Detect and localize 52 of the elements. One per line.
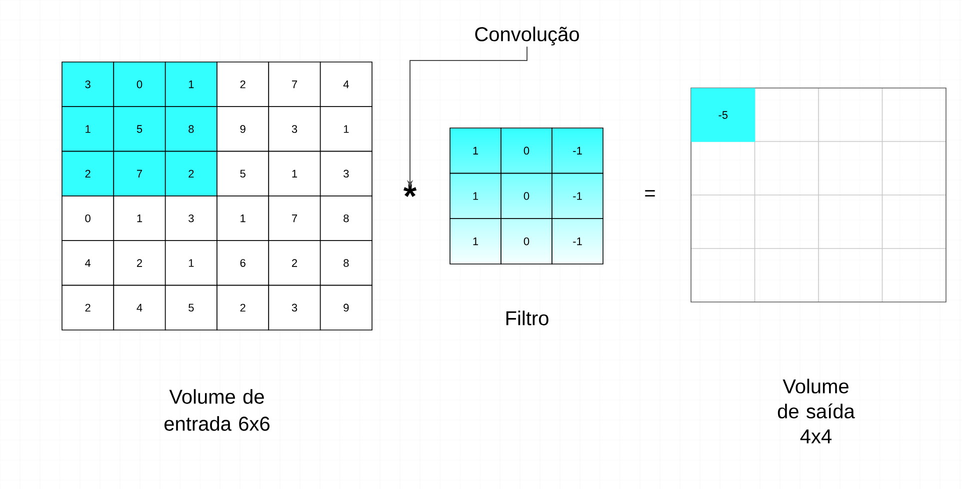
- table-cell: 5: [164, 284, 218, 330]
- table-cell: 7: [268, 62, 321, 108]
- table-cell: 7: [268, 196, 321, 242]
- table-cell: -1: [552, 218, 604, 264]
- table-cell: 2: [62, 150, 114, 196]
- table-cell: 3: [320, 150, 372, 196]
- table-cell: 5: [216, 150, 270, 196]
- table-cell: 2: [113, 240, 166, 286]
- table-cell: 0: [62, 196, 114, 242]
- table-cell: 1: [268, 150, 321, 196]
- table-cell: 4: [320, 62, 372, 108]
- table-cell: -5: [691, 88, 756, 142]
- table-cell: 8: [320, 240, 372, 286]
- table-cell: 3: [164, 196, 218, 242]
- table-cell: 3: [268, 284, 321, 330]
- table-cell: 1: [164, 240, 218, 286]
- table-cell: -1: [552, 128, 604, 174]
- table-cell: 1: [164, 62, 218, 108]
- table-cell: 1: [320, 106, 372, 152]
- table-cell: 9: [216, 106, 270, 152]
- table-cell: 1: [216, 196, 270, 242]
- table-cell: 4: [113, 284, 166, 330]
- convolution-operator: *: [403, 184, 417, 197]
- table-cell: 1: [450, 128, 502, 174]
- table-cell: 1: [113, 196, 166, 242]
- caption: Volume de saída 4x4: [778, 378, 855, 444]
- table-cell: 2: [268, 240, 321, 286]
- table-cell: 4: [62, 240, 114, 286]
- table-cell: 6: [216, 240, 270, 286]
- table-cell: -1: [552, 172, 604, 220]
- table-cell: 2: [164, 150, 218, 196]
- table-cell: 5: [113, 106, 166, 152]
- table-cell: 9: [320, 284, 372, 330]
- table-cell: 3: [62, 62, 114, 108]
- table-cell: 0: [113, 62, 166, 108]
- table-cell: 2: [216, 62, 270, 108]
- table-cell: 3: [268, 106, 321, 152]
- table-cell: 0: [500, 218, 552, 264]
- table-cell: 2: [216, 284, 270, 330]
- equals-sign: =: [645, 190, 655, 197]
- table-cell: 8: [320, 196, 372, 242]
- table-cell: 0: [500, 172, 552, 220]
- caption: Filtro: [506, 310, 548, 326]
- caption: Volume de entrada 6x6: [164, 389, 270, 431]
- table-cell: 1: [450, 172, 502, 220]
- table-cell: 1: [450, 218, 502, 264]
- callout-text: Convolução: [475, 26, 579, 46]
- table-cell: 1: [62, 106, 114, 152]
- table-cell: 0: [500, 128, 552, 174]
- table-cell: 8: [164, 106, 218, 152]
- table-cell: 7: [113, 150, 166, 196]
- table-cell: 2: [62, 284, 114, 330]
